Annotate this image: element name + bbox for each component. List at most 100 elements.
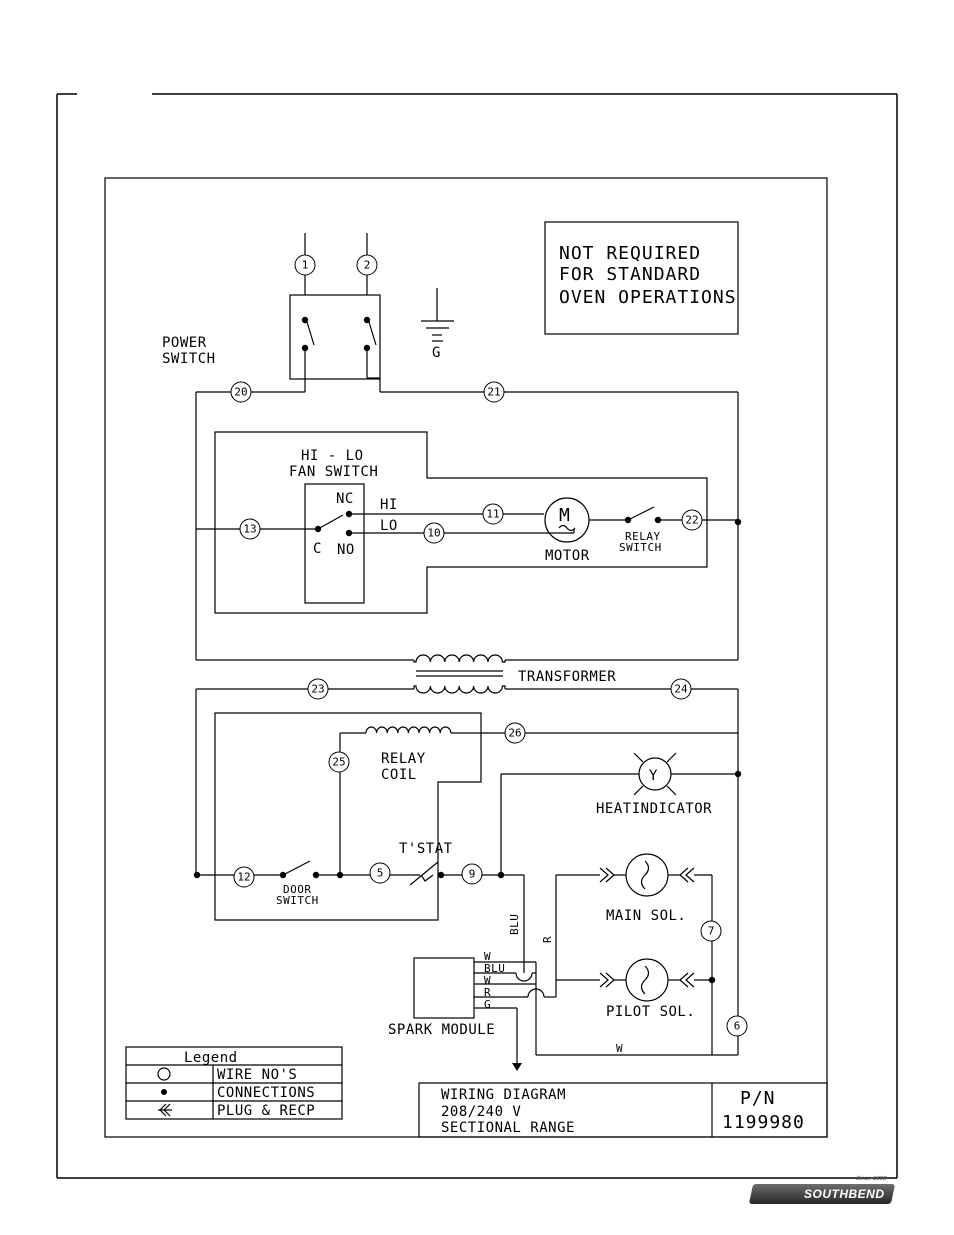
thermostat: T'STAT BLU bbox=[399, 841, 525, 952]
wire-number-5: 5 bbox=[369, 862, 391, 884]
svg-text:RELAY: RELAY bbox=[381, 751, 426, 767]
svg-text:OVEN OPERATIONS: OVEN OPERATIONS bbox=[559, 287, 737, 308]
svg-text:NOT REQUIRED: NOT REQUIRED bbox=[559, 243, 701, 264]
page-frame bbox=[56, 93, 898, 1179]
svg-text:26: 26 bbox=[508, 727, 521, 740]
svg-text:WIRING DIAGRAM: WIRING DIAGRAM bbox=[441, 1087, 566, 1103]
wire-number-11: 11 bbox=[482, 503, 504, 525]
svg-text:DOOR: DOOR bbox=[283, 883, 312, 896]
svg-text:2: 2 bbox=[364, 259, 371, 272]
svg-text:25: 25 bbox=[332, 756, 345, 769]
diagram-border bbox=[104, 177, 828, 1138]
svg-text:21: 21 bbox=[487, 386, 500, 399]
svg-text:BLU: BLU bbox=[484, 962, 505, 975]
svg-text:MOTOR: MOTOR bbox=[545, 548, 590, 564]
fan-switch-area: HI - LO FAN SWITCH NC C NO HI LO bbox=[196, 431, 708, 614]
svg-text:NO: NO bbox=[337, 542, 355, 558]
svg-text:TRANSFORMER: TRANSFORMER bbox=[518, 669, 616, 685]
wire-number-10: 10 bbox=[423, 522, 445, 544]
svg-text:WIRE NO'S: WIRE NO'S bbox=[217, 1067, 297, 1083]
svg-text:5: 5 bbox=[377, 867, 384, 880]
svg-text:HI - LO: HI - LO bbox=[301, 448, 364, 464]
svg-text:11: 11 bbox=[486, 508, 499, 521]
heat-indicator: Y HEATINDICATOR bbox=[500, 752, 738, 875]
svg-text:W: W bbox=[484, 950, 491, 963]
power-switch: POWER SWITCH bbox=[162, 233, 381, 392]
svg-text:Y: Y bbox=[649, 768, 658, 784]
svg-text:G: G bbox=[484, 998, 491, 1011]
svg-text:7: 7 bbox=[708, 925, 715, 938]
svg-text:SWITCH: SWITCH bbox=[619, 541, 662, 554]
svg-text:20: 20 bbox=[234, 386, 247, 399]
svg-text:POWER: POWER bbox=[162, 335, 207, 351]
svg-text:1: 1 bbox=[302, 259, 309, 272]
power-wiring bbox=[195, 377, 742, 661]
brand-since: Since 1898 bbox=[855, 1176, 887, 1182]
wire-number-20: 20 bbox=[230, 381, 252, 403]
svg-text:M: M bbox=[559, 505, 571, 526]
svg-text:BLU: BLU bbox=[508, 914, 521, 935]
svg-text:PLUG & RECP: PLUG & RECP bbox=[217, 1103, 315, 1119]
svg-text:SECTIONAL RANGE: SECTIONAL RANGE bbox=[441, 1120, 575, 1136]
southbend-logo: Since 1898 SOUTHBEND bbox=[748, 1176, 896, 1204]
svg-text:MAIN SOL.: MAIN SOL. bbox=[606, 908, 686, 924]
svg-text:10: 10 bbox=[427, 527, 440, 540]
relay-switch: RELAY SWITCH bbox=[589, 506, 738, 554]
svg-text:G: G bbox=[432, 345, 441, 361]
svg-text:SWITCH: SWITCH bbox=[276, 894, 319, 907]
ground-symbol: G bbox=[421, 288, 454, 361]
svg-text:W: W bbox=[616, 1042, 623, 1055]
svg-text:P/N: P/N bbox=[740, 1088, 776, 1109]
svg-text:PILOT SOL.: PILOT SOL. bbox=[606, 1004, 695, 1020]
spark-module: W BLU W R G SPARK MODULE bbox=[388, 950, 556, 1071]
legend: Legend WIRE NO'S CONNECTIONS PLUG & RECP bbox=[125, 1046, 343, 1120]
svg-text:RELAY: RELAY bbox=[625, 530, 661, 543]
svg-text:LO: LO bbox=[380, 518, 398, 534]
wire-number-7: 7 bbox=[700, 920, 722, 942]
svg-text:24: 24 bbox=[674, 683, 688, 696]
svg-text:1199980: 1199980 bbox=[722, 1112, 805, 1133]
svg-text:SPARK MODULE: SPARK MODULE bbox=[388, 1022, 495, 1038]
svg-text:SWITCH: SWITCH bbox=[162, 351, 216, 367]
wire-number-23: 23 bbox=[307, 678, 329, 700]
wire-number-2: 2 bbox=[356, 254, 378, 276]
svg-text:12: 12 bbox=[237, 871, 250, 884]
wire-number-9: 9 bbox=[461, 863, 483, 885]
solenoid-wiring: R W bbox=[536, 875, 738, 1056]
relay-coil: RELAY COIL bbox=[339, 726, 738, 875]
svg-text:9: 9 bbox=[469, 868, 476, 881]
transformer: TRANSFORMER bbox=[413, 654, 616, 694]
wire-number-24: 24 bbox=[670, 678, 692, 700]
title-block: WIRING DIAGRAM 208/240 V SECTIONAL RANGE… bbox=[418, 1082, 828, 1138]
brand-name: SOUTHBEND bbox=[804, 1187, 885, 1201]
svg-text:6: 6 bbox=[734, 1020, 741, 1033]
svg-text:22: 22 bbox=[685, 514, 698, 527]
svg-text:T'STAT: T'STAT bbox=[399, 841, 453, 857]
svg-text:COIL: COIL bbox=[381, 767, 417, 783]
wire-number-13: 13 bbox=[239, 518, 261, 540]
svg-text:HI: HI bbox=[380, 497, 398, 513]
pilot-solenoid: PILOT SOL. bbox=[556, 958, 716, 1020]
svg-text:23: 23 bbox=[311, 683, 324, 696]
svg-text:NC: NC bbox=[336, 491, 354, 507]
wire-number-26: 26 bbox=[504, 722, 526, 744]
svg-text:R: R bbox=[541, 936, 554, 943]
svg-text:13: 13 bbox=[243, 523, 256, 536]
wire-number-22: 22 bbox=[681, 509, 703, 531]
svg-text:FOR STANDARD: FOR STANDARD bbox=[559, 264, 701, 285]
wire-number-21: 21 bbox=[483, 381, 505, 403]
svg-text:CONNECTIONS: CONNECTIONS bbox=[217, 1085, 315, 1101]
svg-text:208/240 V: 208/240 V bbox=[441, 1104, 521, 1120]
note-box: NOT REQUIRED FOR STANDARD OVEN OPERATION… bbox=[544, 221, 739, 335]
wire-number-1: 1 bbox=[294, 254, 316, 276]
svg-text:C: C bbox=[313, 541, 322, 557]
motor: M MOTOR bbox=[544, 497, 590, 564]
wire-number-6: 6 bbox=[726, 1015, 748, 1037]
svg-text:Legend: Legend bbox=[184, 1050, 238, 1066]
svg-text:FAN SWITCH: FAN SWITCH bbox=[289, 464, 378, 480]
main-solenoid: MAIN SOL. bbox=[556, 853, 712, 924]
svg-text:R: R bbox=[484, 986, 491, 999]
wire-number-25: 25 bbox=[328, 751, 350, 773]
secondary-wiring bbox=[193, 688, 742, 1055]
